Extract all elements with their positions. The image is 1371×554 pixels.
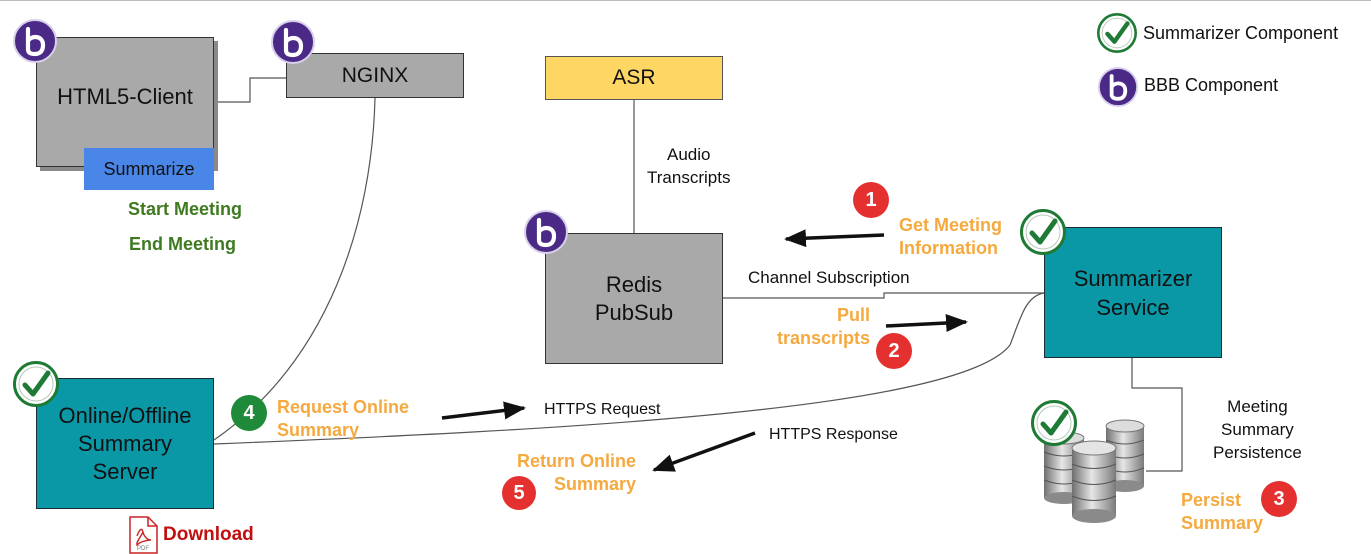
- checkmark-icon: [13, 361, 59, 407]
- asr-label: ASR: [612, 66, 656, 89]
- step-5-label: Return Online Summary: [516, 451, 636, 494]
- nginx-label: NGINX: [341, 63, 409, 87]
- step-2-label: Pull transcripts: [776, 305, 870, 348]
- https-link: [213, 292, 1045, 445]
- summary-server-box: Online/Offline Summary Server: [36, 378, 214, 509]
- step-3-label: Persist Summary: [1181, 490, 1264, 533]
- bbb-logo-icon: [271, 20, 315, 64]
- database-icon: [1043, 419, 1145, 523]
- html5-client-box: HTML5-Client: [36, 37, 214, 167]
- summarize-button-label: Summarize: [103, 158, 195, 179]
- download-link[interactable]: Download: [163, 524, 254, 545]
- redis-label: Redis PubSub: [594, 271, 674, 325]
- checkmark-icon: [1031, 400, 1077, 446]
- https-response-label: HTTPS Response: [769, 426, 898, 443]
- channel-subscription-label: Channel Subscription: [748, 268, 910, 287]
- legend-bbb-component: BBB Component: [1144, 75, 1279, 95]
- nginx-server-link: [213, 97, 376, 441]
- summarizer-service-label: Summarizer Service: [1073, 265, 1193, 320]
- top-border: [0, 0, 1371, 1]
- step-3-badge: 3: [1261, 481, 1297, 517]
- redis-summarizer-link: [723, 292, 1044, 299]
- step-2-badge: 2: [876, 333, 912, 369]
- arrow-pull-transcripts: [885, 314, 968, 332]
- arrow-https-response: [652, 431, 756, 472]
- summarizer-db-link: [1131, 358, 1183, 472]
- arrow-https-request: [441, 401, 526, 420]
- pdf-icon-text: PDF: [137, 546, 149, 552]
- bbb-logo-icon: [13, 19, 57, 63]
- legend-summarizer-component: Summarizer Component: [1143, 23, 1339, 43]
- persistence-label: Meeting Summary Persistence: [1213, 397, 1302, 462]
- summarizer-service-box: Summarizer Service: [1044, 227, 1222, 358]
- step-5-badge: 5: [502, 476, 536, 510]
- pdf-file-icon[interactable]: PDF: [128, 516, 158, 554]
- https-request-label: HTTPS Request: [544, 401, 661, 418]
- audio-transcripts-label: Audio Transcripts: [647, 145, 731, 187]
- summarize-button[interactable]: Summarize: [84, 148, 214, 190]
- checkmark-icon: [1097, 13, 1137, 53]
- step-4-badge: 4: [231, 395, 267, 431]
- html5-client-label: HTML5-Client: [57, 84, 193, 109]
- step-1-label: Get Meeting Information: [899, 215, 1003, 258]
- step-1-badge: 1: [853, 182, 889, 218]
- summary-server-label: Online/Offline Summary Server: [58, 402, 192, 484]
- bbb-logo-icon: [524, 210, 568, 254]
- bbb-logo-icon: [1098, 67, 1138, 107]
- step-4-label: Request Online Summary: [277, 397, 410, 440]
- end-meeting-label: End Meeting: [129, 234, 236, 254]
- checkmark-icon: [1020, 209, 1066, 255]
- asr-box: ASR: [545, 56, 723, 100]
- start-meeting-label: Start Meeting: [128, 199, 243, 219]
- arrow-get-meeting: [784, 229, 885, 248]
- nginx-box: NGINX: [286, 53, 464, 98]
- client-nginx-link: [214, 77, 286, 103]
- redis-box: Redis PubSub: [545, 233, 723, 364]
